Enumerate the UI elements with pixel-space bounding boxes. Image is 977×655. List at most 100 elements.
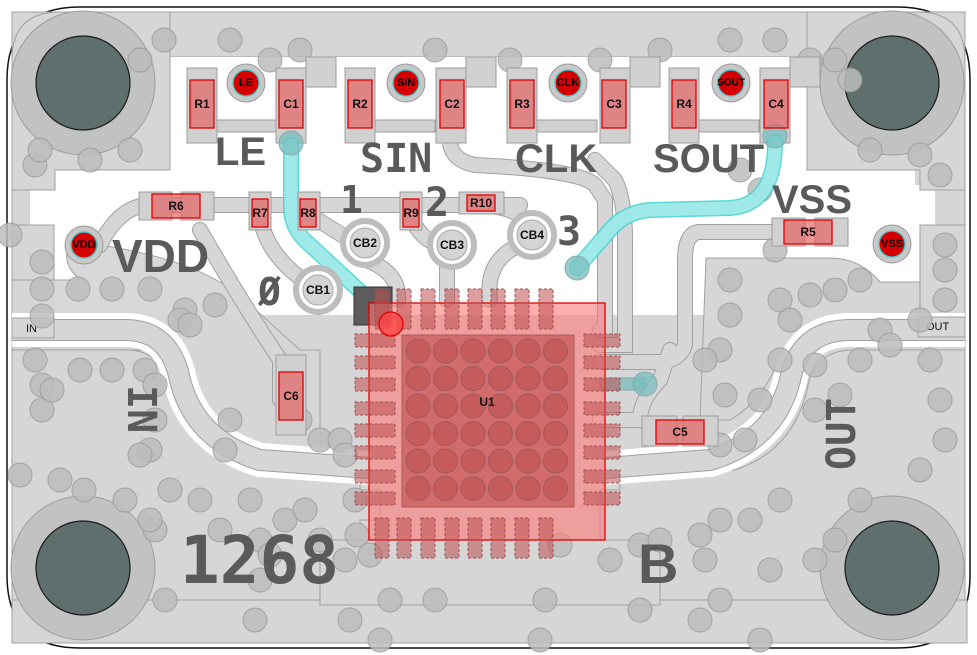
- c4-label: C4: [768, 97, 784, 111]
- via: [99, 357, 125, 383]
- c5-label: C5: [672, 425, 688, 439]
- via: [687, 522, 713, 548]
- control-bit-cb4[interactable]: CB4: [507, 210, 557, 260]
- via: [157, 477, 183, 503]
- component-c2[interactable]: C2: [439, 79, 465, 129]
- silk-sin: SIN: [360, 136, 432, 182]
- via: [29, 303, 55, 329]
- via: [692, 347, 718, 373]
- ic-thermal-via: [433, 448, 458, 474]
- test-point-vdd[interactable]: VDD: [64, 225, 104, 265]
- ic-pad-left: [354, 423, 396, 438]
- ic-pad-top: [514, 288, 530, 330]
- via: [762, 27, 788, 53]
- via: [29, 276, 55, 302]
- via: [747, 387, 773, 413]
- silk-sout: SOUT: [653, 137, 764, 181]
- via: [307, 527, 333, 553]
- component-r2[interactable]: R2: [347, 79, 373, 129]
- via: [422, 37, 448, 63]
- ic-pad-right: [583, 445, 621, 460]
- via: [332, 547, 358, 573]
- control-bit-cb3[interactable]: CB3: [427, 220, 477, 270]
- r6-label: R6: [168, 199, 184, 213]
- control-bit-cb2[interactable]: CB2: [340, 218, 390, 268]
- test-point-clk[interactable]: CLK: [548, 63, 588, 103]
- test-point-sout[interactable]: SOUT: [711, 63, 751, 103]
- via: [802, 547, 828, 573]
- component-c5[interactable]: C5: [655, 419, 705, 445]
- ic-thermal-via: [488, 393, 513, 419]
- test-point-le-label: LE: [239, 77, 253, 89]
- via: [647, 527, 673, 553]
- silk-clk: CLK: [515, 137, 597, 181]
- ic-thermal-via: [543, 393, 568, 419]
- test-point-vss[interactable]: VSS: [872, 224, 912, 264]
- via: [332, 442, 358, 468]
- ic-pad-right: [583, 377, 621, 392]
- test-point-sin[interactable]: SIN: [386, 63, 426, 103]
- component-r1[interactable]: R1: [189, 79, 215, 129]
- component-r9[interactable]: R9: [402, 198, 420, 228]
- via: [927, 162, 953, 188]
- ic-pad-left: [354, 445, 396, 460]
- via: [27, 137, 53, 163]
- component-c4[interactable]: C4: [763, 79, 789, 129]
- component-r8[interactable]: R8: [299, 198, 317, 228]
- component-r3[interactable]: R3: [509, 79, 535, 129]
- via: [822, 527, 848, 553]
- component-r7[interactable]: R7: [251, 198, 269, 228]
- cb1-label: CB1: [306, 283, 330, 297]
- port-in-label: IN: [26, 323, 37, 335]
- via: [202, 292, 228, 318]
- ic-thermal-via: [543, 476, 568, 501]
- component-c3[interactable]: C3: [601, 79, 627, 129]
- via: [337, 607, 363, 633]
- via: [292, 497, 318, 523]
- via: [142, 372, 168, 398]
- component-r10[interactable]: R10: [466, 194, 496, 212]
- component-c6[interactable]: C6: [278, 371, 304, 421]
- via: [802, 352, 828, 378]
- component-c1[interactable]: C1: [278, 79, 304, 129]
- ic-thermal-via: [460, 338, 486, 364]
- component-r5[interactable]: R5: [783, 219, 833, 245]
- via: [847, 487, 873, 513]
- via: [272, 507, 298, 533]
- ic-pad-top: [490, 288, 506, 330]
- ic-pad-right: [583, 355, 621, 370]
- ic-pad-left: [354, 355, 396, 370]
- via: [932, 232, 958, 258]
- r1-label: R1: [194, 97, 210, 111]
- component-r6[interactable]: R6: [151, 193, 201, 219]
- via: [712, 382, 738, 408]
- r2-label: R2: [352, 97, 368, 111]
- via: [207, 517, 233, 543]
- ic-pad-left: [354, 491, 396, 506]
- ic-pad-top: [467, 288, 483, 330]
- c3-label: C3: [606, 97, 622, 111]
- via: [797, 282, 823, 308]
- ic-thermal-via: [433, 393, 458, 419]
- ic-pad-bottom: [490, 517, 506, 559]
- ic-thermal-via: [460, 393, 486, 419]
- via: [822, 47, 848, 73]
- pin1-indicator: [378, 311, 404, 337]
- test-point-le[interactable]: LE: [226, 63, 266, 103]
- ic-thermal-via: [460, 421, 486, 446]
- cb3-label: CB3: [440, 238, 464, 252]
- via: [257, 542, 283, 568]
- silk-le: LE: [215, 130, 266, 174]
- ic-pads: [354, 288, 621, 559]
- component-r4[interactable]: R4: [671, 79, 697, 129]
- via: [757, 557, 783, 583]
- ic-thermal-via: [515, 421, 541, 446]
- component-u1[interactable]: U1: [353, 286, 621, 559]
- via: [0, 222, 23, 248]
- ic-thermal-via: [405, 448, 431, 474]
- ic-pad-bottom: [444, 517, 460, 559]
- highlighted-net: [278, 123, 788, 397]
- via: [112, 487, 138, 513]
- control-bit-cb1[interactable]: CB1: [293, 265, 343, 315]
